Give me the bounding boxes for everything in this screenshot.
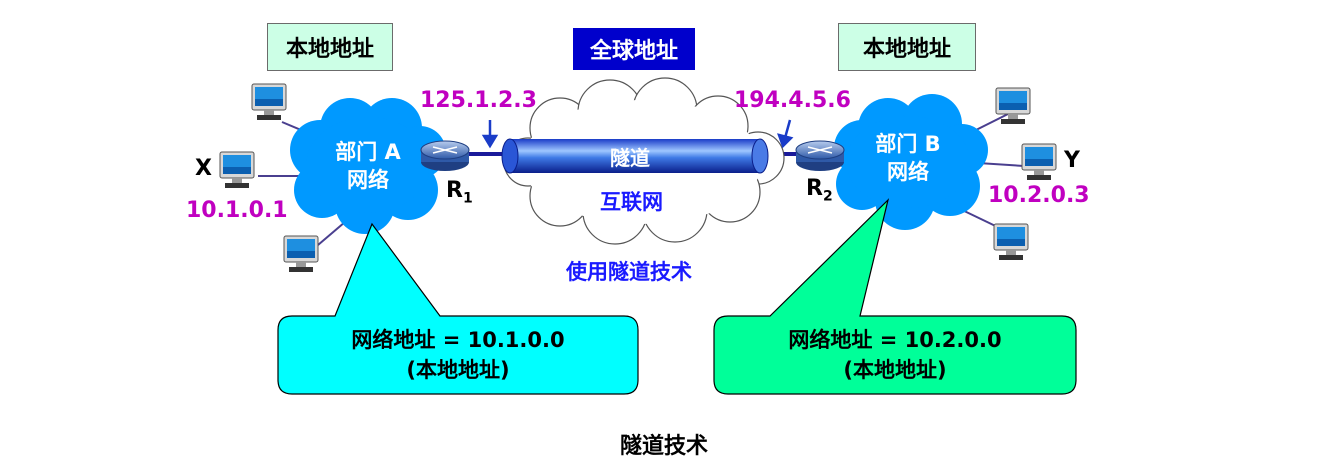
figure-title: 隧道技术 bbox=[620, 434, 709, 459]
host-x-ip-address: 10.1.0.1 bbox=[186, 198, 288, 223]
r2-ip-address: 194.4.5.6 bbox=[734, 88, 851, 113]
local-address-label-right: 本地地址 bbox=[838, 23, 976, 71]
callout-right-text: 网络地址 = 10.2.0.0 (本地地址) bbox=[788, 328, 1002, 382]
callout-right-shape bbox=[713, 198, 1077, 395]
tunnel-label: 隧道 bbox=[610, 146, 650, 170]
internet-label: 互联网 bbox=[600, 190, 663, 214]
network-b-label: 部门 B 网络 bbox=[875, 132, 941, 184]
ip-arrows bbox=[481, 119, 794, 149]
callout-left-shape bbox=[277, 222, 639, 395]
pc-x-icon bbox=[219, 151, 255, 189]
host-x-label: X bbox=[195, 156, 212, 181]
router-r2-icon bbox=[795, 140, 845, 171]
host-y-label: Y bbox=[1064, 148, 1080, 173]
r1-ip-address: 125.1.2.3 bbox=[420, 88, 537, 113]
global-address-label: 全球地址 bbox=[573, 28, 695, 70]
network-a-label: 部门 A 网络 bbox=[335, 140, 401, 192]
pc-y-icon bbox=[1021, 143, 1057, 181]
pc-icon bbox=[251, 83, 287, 121]
router-r2-label: R2 bbox=[806, 176, 833, 205]
internet-cloud bbox=[503, 77, 785, 245]
tunnel-tube bbox=[501, 138, 769, 174]
network-a-cloud bbox=[290, 98, 446, 234]
router-r1-icon bbox=[420, 140, 470, 171]
pc-icon bbox=[995, 87, 1031, 125]
router-r1-label: R1 bbox=[446, 178, 473, 207]
host-y-ip-address: 10.2.0.3 bbox=[988, 183, 1090, 208]
local-address-label-left: 本地地址 bbox=[267, 23, 393, 71]
tunnel-technique-caption: 使用隧道技术 bbox=[566, 260, 692, 284]
network-b-cloud bbox=[834, 94, 988, 230]
callout-left-text: 网络地址 = 10.1.0.0 (本地地址) bbox=[351, 328, 565, 382]
pc-icon bbox=[993, 223, 1029, 261]
pc-icon bbox=[283, 235, 319, 273]
